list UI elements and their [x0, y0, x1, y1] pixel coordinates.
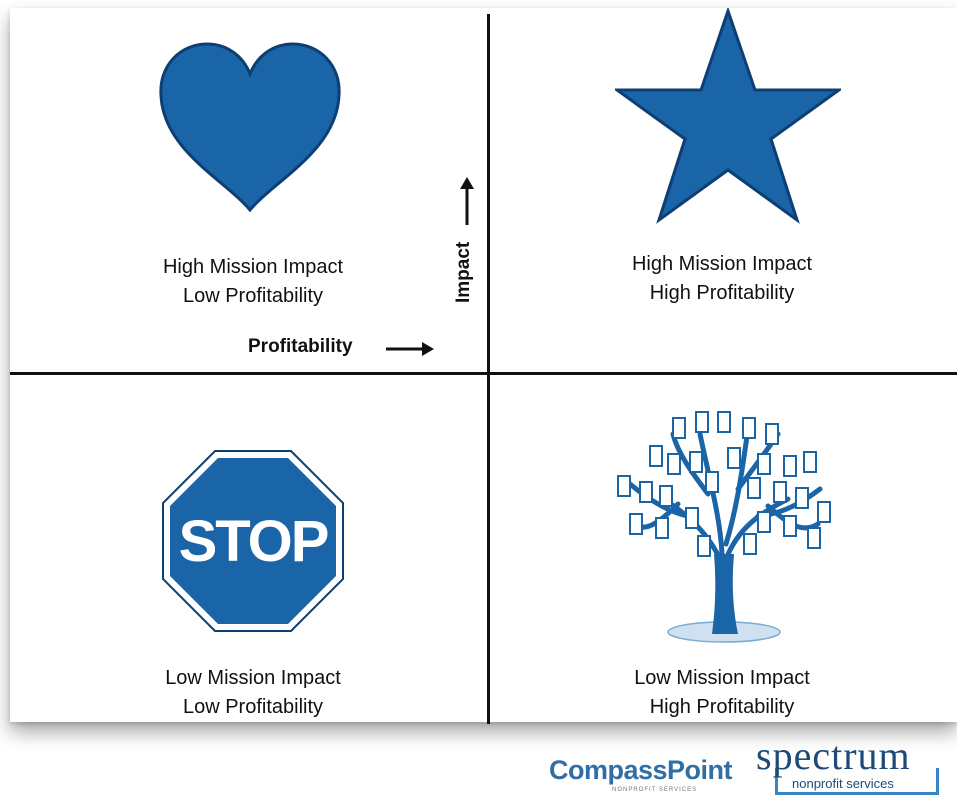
matrix-card — [10, 8, 957, 722]
quadrant-top-left-label: High Mission Impact Low Profitability — [93, 253, 413, 311]
up-arrow-icon — [460, 177, 474, 225]
spectrum-logo: spectrum — [756, 733, 911, 778]
heart-icon — [159, 42, 341, 213]
label-line-1: High Mission Impact — [162, 256, 344, 278]
stop-sign-icon: STOP — [162, 450, 344, 632]
stop-sign-text: STOP — [179, 509, 328, 574]
x-axis-label: Profitability — [248, 336, 353, 357]
vertical-divider — [487, 14, 490, 724]
quadrant-bottom-left-label: Low Mission Impact Low Profitability — [93, 664, 413, 722]
compasspoint-logo-subtitle: NONPROFIT SERVICES — [612, 787, 698, 793]
spectrum-logo-subtitle: nonprofit services — [792, 776, 894, 791]
compasspoint-logo: CompassPoint — [549, 755, 733, 785]
quadrant-top-right-label: High Mission Impact High Profitability — [562, 250, 882, 308]
label-line-2: High Profitability — [649, 282, 795, 304]
star-icon — [615, 8, 841, 224]
right-arrow-icon — [386, 342, 434, 356]
money-tree-icon — [617, 411, 831, 643]
quadrant-bottom-right-label: Low Mission Impact High Profitability — [562, 664, 882, 722]
label-line-1: Low Mission Impact — [634, 667, 810, 689]
label-line-2: Low Profitability — [182, 696, 324, 718]
label-line-1: High Mission Impact — [631, 253, 813, 275]
label-line-1: Low Mission Impact — [165, 667, 341, 689]
label-line-2: Low Profitability — [182, 285, 324, 307]
spectrum-logo-bracket — [775, 768, 939, 795]
y-axis-label: Impact — [453, 241, 474, 303]
label-line-2: High Profitability — [649, 696, 795, 718]
horizontal-divider — [10, 372, 957, 375]
